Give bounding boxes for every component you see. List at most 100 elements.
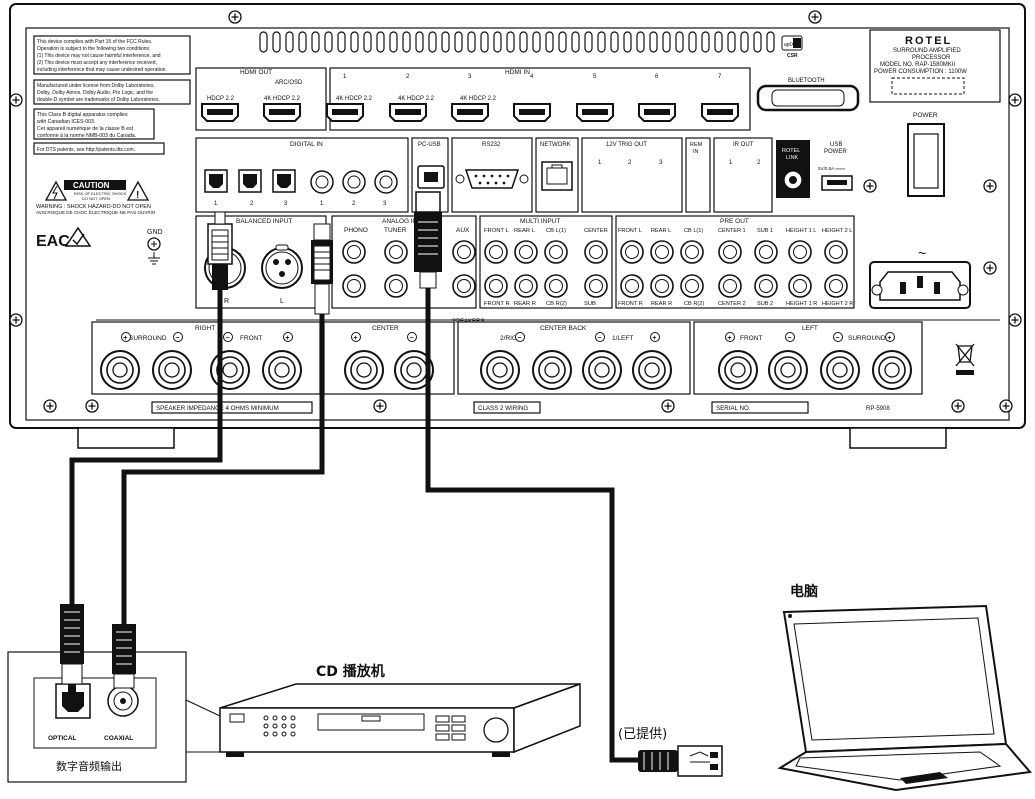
trig-out-title: 12V TRIG OUT	[606, 142, 647, 148]
hdmi-out-arc-label: ARC/OSD	[275, 80, 303, 86]
rca-jack[interactable]	[620, 240, 644, 264]
network-section: NETWORK	[535, 137, 579, 213]
rca-jack[interactable]	[584, 274, 608, 298]
rca-jack[interactable]	[514, 240, 538, 264]
speaker-left-surround-label: SURROUND	[848, 335, 886, 342]
speaker-binding-post[interactable]	[152, 350, 192, 390]
pre-out-bottom-label: HEIGHT 2 R	[822, 301, 853, 307]
cd-volume-knob[interactable]	[483, 717, 509, 743]
rs232-port[interactable]	[464, 169, 520, 189]
svg-text:−: −	[409, 335, 413, 342]
cd-control-button[interactable]	[451, 715, 466, 723]
rca-jack[interactable]	[484, 240, 508, 264]
hdmi-in-port[interactable]	[576, 103, 614, 122]
cd-power-button[interactable]	[229, 713, 245, 723]
rca-jack[interactable]	[650, 274, 674, 298]
speaker-binding-post[interactable]	[768, 350, 808, 390]
multi-input-bottom-label: FRONT R	[484, 301, 510, 307]
rca-jack[interactable]	[718, 274, 742, 298]
rca-jack[interactable]	[718, 240, 742, 264]
hdmi-in-port[interactable]	[326, 103, 364, 122]
speaker-binding-post[interactable]	[394, 350, 434, 390]
speaker-binding-post[interactable]	[872, 350, 912, 390]
coaxial-in-port[interactable]	[310, 170, 334, 194]
svg-text:+: +	[123, 335, 127, 342]
class2-wiring-label: CLASS 2 WIRING	[478, 405, 528, 412]
screw-icon	[1008, 313, 1022, 327]
rca-jack[interactable]	[452, 240, 476, 264]
coaxial-in-port[interactable]	[342, 170, 366, 194]
optical-in-port[interactable]	[204, 169, 228, 193]
rca-jack[interactable]	[754, 274, 778, 298]
caution-banner	[64, 180, 126, 190]
laptop: 电脑 (已提供)	[618, 583, 1032, 792]
rating-line-1: SURROUND AMPLIFIED	[893, 48, 961, 54]
usb-b-plug-panel	[415, 191, 441, 213]
hdmi-in-number: 2	[406, 74, 410, 80]
rca-jack[interactable]	[342, 274, 366, 298]
rca-jack[interactable]	[650, 240, 674, 264]
rca-jack[interactable]	[680, 274, 704, 298]
speaker-binding-post[interactable]	[262, 350, 302, 390]
pre-out-top-label: CENTER 1	[718, 228, 746, 234]
weee-bin-icon	[955, 343, 975, 375]
speaker-binding-post[interactable]	[480, 350, 520, 390]
rcm-mark-icon	[64, 226, 92, 247]
cd-control-button[interactable]	[435, 733, 450, 741]
speaker-center-back-label: CENTER BACK	[540, 325, 587, 332]
rca-jack[interactable]	[620, 274, 644, 298]
hdmi-in-port[interactable]	[638, 103, 676, 122]
hdmi-out-port[interactable]	[201, 103, 239, 122]
gnd-label: GND	[147, 229, 163, 236]
optical-3-label: 3	[284, 201, 288, 207]
minus-icon: −	[833, 332, 843, 342]
rca-jack[interactable]	[452, 274, 476, 298]
speaker-binding-post[interactable]	[582, 350, 622, 390]
rca-jack[interactable]	[484, 274, 508, 298]
hdmi-in-port[interactable]	[451, 103, 489, 122]
cd-control-button[interactable]	[451, 724, 466, 732]
coaxial-in-port[interactable]	[374, 170, 398, 194]
speaker-binding-post[interactable]	[100, 350, 140, 390]
rca-jack[interactable]	[544, 240, 568, 264]
rca-jack[interactable]	[584, 240, 608, 264]
svg-text:+: +	[652, 335, 656, 342]
rca-jack[interactable]	[788, 240, 812, 264]
screw-icon	[43, 399, 57, 413]
speaker-binding-post[interactable]	[532, 350, 572, 390]
rca-jack[interactable]	[544, 274, 568, 298]
svg-text:−: −	[835, 335, 839, 342]
speaker-binding-post[interactable]	[718, 350, 758, 390]
pre-out-top-label: REAR L	[651, 228, 671, 234]
hdmi-out-port[interactable]	[263, 103, 301, 122]
cd-control-button[interactable]	[451, 733, 466, 741]
speaker-binding-post[interactable]	[632, 350, 672, 390]
cable-supplied-note: (已提供)	[618, 726, 667, 742]
optical-in-port[interactable]	[238, 169, 262, 193]
cd-control-button[interactable]	[435, 724, 450, 732]
multi-input-top-label: CB L(1)	[546, 228, 566, 234]
rca-jack[interactable]	[384, 240, 408, 264]
speaker-binding-post[interactable]	[210, 350, 250, 390]
cd-control-button[interactable]	[435, 715, 450, 723]
hdmi-in-port[interactable]	[389, 103, 427, 122]
rca-jack[interactable]	[754, 240, 778, 264]
rca-jack[interactable]	[788, 274, 812, 298]
rca-jack[interactable]	[824, 274, 848, 298]
rca-jack[interactable]	[824, 240, 848, 264]
hdmi-in-port[interactable]	[701, 103, 739, 122]
warning-line-2: AVIS:RISQUE DE CHOC ÉLECTRIQUE-NE PAS OU…	[36, 209, 156, 215]
rca-jack[interactable]	[384, 274, 408, 298]
hdmi-in-port[interactable]	[513, 103, 551, 122]
rca-jack[interactable]	[680, 240, 704, 264]
digital-in-title: DIGITAL IN	[290, 141, 323, 148]
regulatory-notices: This device complies with Part 15 of the…	[33, 35, 191, 265]
cd-tray[interactable]	[317, 713, 425, 731]
touchpad[interactable]	[900, 772, 948, 784]
rca-jack[interactable]	[514, 274, 538, 298]
screw-icon	[951, 399, 965, 413]
rca-jack[interactable]	[342, 240, 366, 264]
speaker-binding-post[interactable]	[344, 350, 384, 390]
optical-in-port[interactable]	[272, 169, 296, 193]
speaker-binding-post[interactable]	[820, 350, 860, 390]
